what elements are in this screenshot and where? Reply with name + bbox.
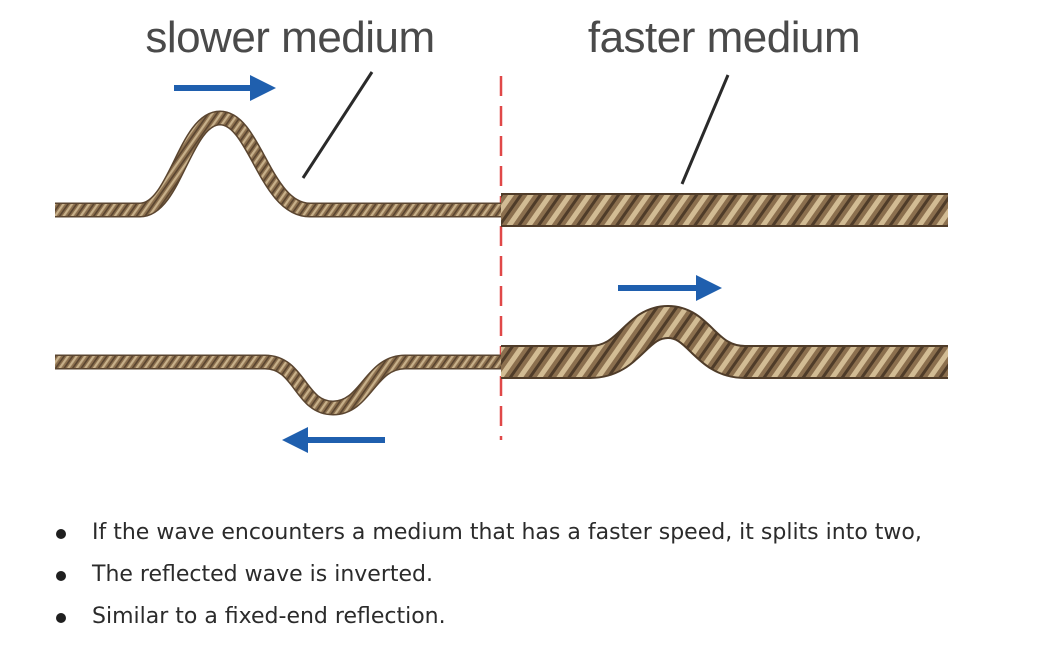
slower-rope-reflected (55, 354, 501, 416)
slower-medium-label: slower medium (145, 13, 434, 62)
bullet-dot-icon (56, 571, 66, 581)
bullet-text: If the wave encounters a medium that has… (92, 520, 922, 545)
faster-rope-transmitted (501, 305, 948, 379)
bullet-item: Similar to a fixed-end reflection. (52, 596, 922, 638)
transmitted-direction-arrow (618, 275, 722, 301)
bullet-text: The reflected wave is inverted. (92, 562, 433, 587)
faster-medium-label: faster medium (588, 13, 860, 62)
slower-medium-pointer (301, 71, 374, 179)
wave-reflection-diagram: slower medium faster medium (55, 13, 948, 453)
bullet-dot-icon (56, 613, 66, 623)
incident-direction-arrow (174, 75, 276, 101)
bullet-item: If the wave encounters a medium that has… (52, 512, 922, 554)
faster-medium-pointer (680, 74, 730, 185)
bullet-text: Similar to a fixed-end reflection. (92, 604, 446, 629)
bullet-list: If the wave encounters a medium that has… (52, 512, 922, 638)
bullet-dot-icon (56, 529, 66, 539)
slower-rope-incident (55, 110, 501, 218)
reflected-direction-arrow (282, 427, 385, 453)
bullet-item: The reflected wave is inverted. (52, 554, 922, 596)
